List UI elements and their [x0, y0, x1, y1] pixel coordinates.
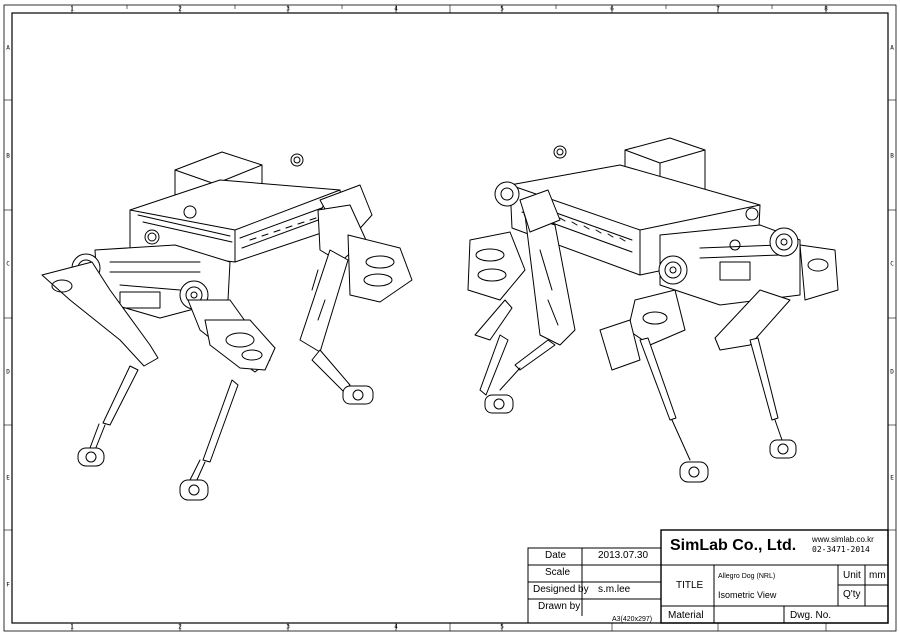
drawn-by-label: Drawn by: [538, 601, 581, 612]
unit-label: Unit: [843, 570, 861, 581]
date-value: 2013.07.30: [598, 550, 649, 561]
company-phone: 02-3471-2014: [812, 545, 870, 554]
zone-column-label: 1: [70, 623, 74, 631]
designed-by-value: s.m.lee: [598, 584, 631, 595]
company-name: SimLab Co., Ltd.: [670, 537, 797, 554]
zone-row-label: E: [6, 474, 10, 482]
zone-row-label: F: [6, 581, 10, 589]
qty-label: Q'ty: [843, 589, 861, 600]
zone-row-label: C: [890, 260, 894, 268]
title-block-grid: [527, 529, 889, 624]
zone-column-label: 2: [178, 623, 182, 631]
zone-ticks: [4, 5, 896, 631]
zone-row-label: A: [890, 44, 894, 52]
title-label: TITLE: [676, 580, 704, 591]
zone-column-label: 3: [286, 623, 290, 631]
zone-column-label: 3: [286, 5, 290, 13]
zone-column-label: 4: [394, 5, 398, 13]
company-website: www.simlab.co.kr: [812, 535, 874, 544]
zone-column-label: 6: [610, 5, 614, 13]
zone-column-label: 1: [70, 5, 74, 13]
dwg-no-label: Dwg. No.: [790, 610, 832, 621]
zone-column-label: 5: [500, 5, 504, 13]
unit-value: mm: [869, 570, 886, 581]
title-line-2: Isometric View: [718, 590, 777, 600]
material-label: Material: [668, 610, 704, 621]
zone-column-label: 8: [824, 5, 828, 13]
title-line-1: Allegro Dog (NRL): [718, 573, 776, 580]
zone-row-label: A: [6, 44, 10, 52]
zone-column-label: 7: [716, 5, 720, 13]
sheet-size: A3(420x297): [612, 616, 653, 623]
date-label: Date: [545, 550, 567, 561]
scale-label: Scale: [545, 567, 571, 578]
designed-by-label: Designed by: [533, 584, 589, 595]
zone-row-label: C: [6, 260, 10, 268]
zone-row-label: D: [6, 368, 10, 376]
zone-row-label: D: [890, 368, 894, 376]
zone-row-label: E: [890, 474, 894, 482]
zone-row-label: B: [890, 152, 894, 160]
zone-column-label: 4: [394, 623, 398, 631]
zone-column-label: 5: [500, 623, 504, 631]
robot-view-right: [467, 137, 839, 483]
zone-row-label: B: [6, 152, 10, 160]
zone-column-label: 2: [178, 5, 182, 13]
robot-view-left: [41, 151, 413, 501]
